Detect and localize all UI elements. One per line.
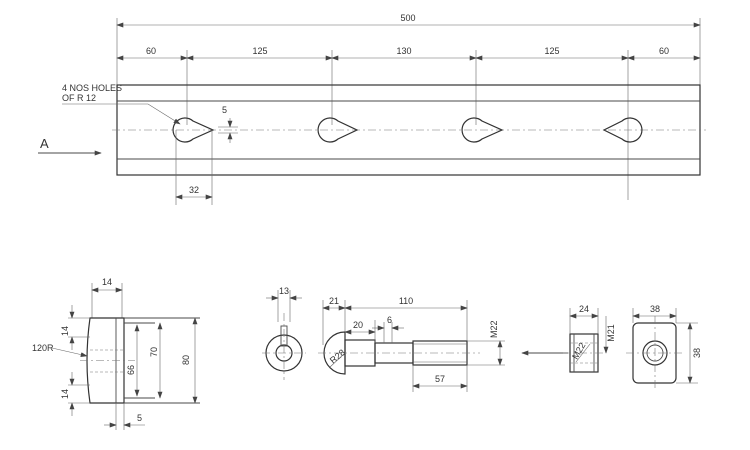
hole-4 [602,117,643,143]
dim-6-label: 6 [387,315,392,325]
dim-5-bottom-label: 5 [137,413,142,423]
dim-130-label: 130 [396,46,411,56]
dim-125-right-label: 125 [544,46,559,56]
hole-3 [461,117,504,143]
dim-14-lower-label: 14 [60,389,70,399]
dim-total-label: 500 [400,13,415,23]
dim-20-label: 20 [353,320,363,330]
dim-14-top-label: 14 [102,277,112,287]
bolt-head-side [323,331,346,375]
dim-57-label: 57 [435,374,445,384]
holes-note-line2: OF R 12 [62,93,96,103]
dim-21-label: 21 [329,296,339,306]
dim-80-label: 80 [181,355,191,365]
thread-m21-label: M21 [606,324,616,342]
dim-70-label: 70 [149,347,159,357]
dim-14-upper-label: 14 [60,326,70,336]
section-view: 14 14 14 120R 66 70 80 [32,277,200,430]
hole-1 [172,117,215,143]
dim-66-label: 66 [126,365,136,375]
dim-13-label: 13 [279,286,289,296]
hole-2 [317,117,359,143]
radius-r28-label: R28 [328,347,347,365]
dim-60-left-label: 60 [146,46,156,56]
holes-note-leader [62,103,181,125]
radius-120r-label: 120R [32,343,54,353]
nut-view: M22 24 M21 38 38 [563,304,702,390]
dim-110-label: 110 [399,296,413,306]
dim-32-label: 32 [189,185,199,195]
dim-125-left-label: 125 [252,46,267,56]
view-a-label: A [40,136,49,151]
dim-38-top-label: 38 [650,304,660,314]
thread-m22-label: M22 [489,320,499,338]
holes-note-line1: 4 NOS HOLES [62,83,122,93]
dim-38-side-label: 38 [692,348,702,358]
top-view: 500 60 125 130 125 60 4 NOS HOLES OF R 1… [38,13,706,205]
bolt-view: 13 21 110 20 6 R28 M22 [262,286,568,392]
radius-120r-leader [51,347,88,357]
dim-5-slot-label: 5 [222,105,227,115]
section-outline [86,317,125,404]
dim-60-right-label: 60 [659,46,669,56]
dim-24-label: 24 [579,304,589,314]
